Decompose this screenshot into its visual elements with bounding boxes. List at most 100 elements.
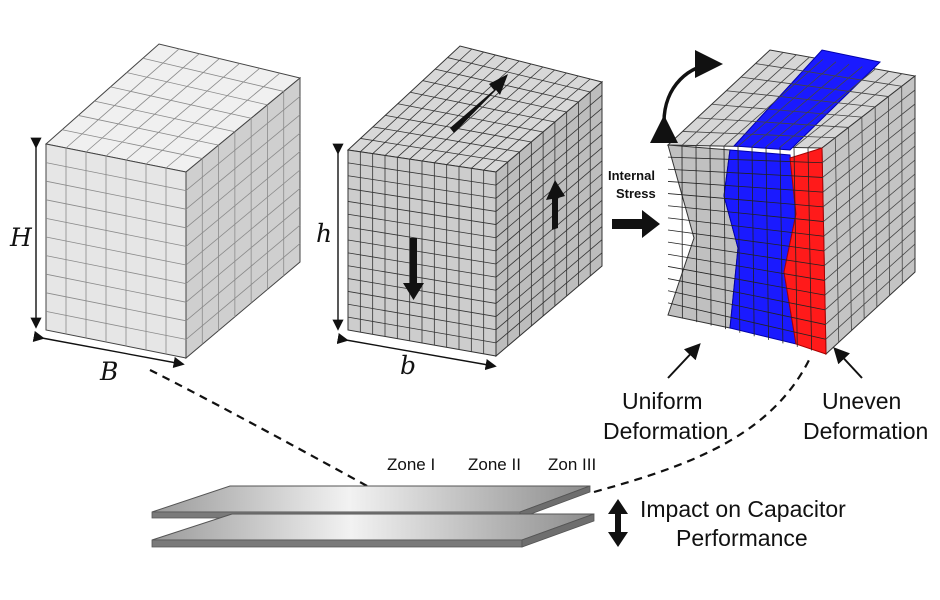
grid-line: [397, 57, 508, 158]
stressed-cube: [346, 45, 604, 358]
grid-line: [495, 107, 603, 199]
grid-line: [45, 273, 187, 303]
grid-line: [125, 63, 240, 161]
grid-line: [667, 253, 825, 281]
grid-line: [667, 205, 824, 222]
grid-line: [347, 239, 497, 265]
grid-line: [372, 126, 520, 153]
grid-line: [142, 57, 284, 92]
grid-line: [45, 199, 187, 229]
grid-line: [185, 169, 301, 266]
grid-line: [45, 180, 187, 210]
grid-line: [822, 131, 916, 208]
grid-line: [347, 291, 497, 317]
cube1-width-label: B: [99, 357, 118, 386]
grid-line: [667, 302, 826, 340]
cube2-width-label: b: [400, 351, 416, 380]
impact-label-line2: Performance: [676, 525, 808, 551]
grid-line: [667, 266, 825, 296]
grid-line: [495, 160, 603, 252]
internal-stress-label-line2: Stress: [616, 186, 656, 201]
impact-double-arrow: [608, 499, 628, 547]
grid-line: [385, 114, 532, 143]
grid-line: [751, 63, 850, 147]
grid-line: [185, 96, 301, 191]
cube2-grid: [347, 48, 603, 354]
top-plate: [151, 485, 591, 513]
grid-line: [421, 63, 532, 162]
grid-line: [422, 80, 567, 113]
grid-line: [793, 70, 889, 148]
grid-line: [824, 229, 916, 311]
grid-line: [824, 187, 916, 267]
grid-line: [495, 186, 603, 278]
grid-line: [434, 66, 544, 164]
grid-line: [165, 72, 281, 169]
uniform-label-line2: Deformation: [603, 418, 728, 444]
grid-line: [347, 265, 497, 291]
grid-line: [825, 243, 916, 325]
grid-line: [447, 57, 591, 93]
grid-line: [726, 90, 876, 108]
cube2-width-dimension: [336, 333, 497, 371]
grid-line: [495, 226, 603, 317]
grid-line: [755, 63, 902, 87]
cube2-height-label: h: [316, 219, 332, 248]
grid-line: [667, 241, 825, 267]
bottom-plate-edge: [151, 539, 523, 548]
grid-line: [667, 229, 825, 252]
grid-line: [825, 257, 916, 340]
grid-line: [495, 94, 603, 186]
stress-arrow-up: [546, 180, 565, 230]
zone-3-label: Zon III: [548, 455, 596, 474]
grid-line: [458, 72, 567, 167]
grid-line: [45, 292, 187, 322]
grid-line: [409, 60, 520, 160]
grid-line: [495, 147, 603, 239]
grid-line: [384, 54, 496, 156]
grid-line: [495, 173, 603, 265]
uneven-label-line2: Deformation: [803, 418, 928, 444]
capacitor: [151, 485, 595, 548]
grid-line: [185, 114, 301, 210]
uniform-label-line1: Uniform: [622, 388, 703, 414]
grid-line: [495, 134, 603, 225]
grid-line: [45, 236, 187, 266]
grid-line: [667, 156, 823, 164]
grid-line: [495, 199, 603, 291]
grid-line: [105, 58, 220, 157]
grid-line: [347, 226, 497, 252]
grid-line: [779, 68, 876, 148]
grid-line: [824, 201, 916, 281]
grid-line: [740, 76, 889, 97]
grid-line: [823, 159, 916, 237]
grid-line: [372, 51, 484, 154]
grid-line: [185, 243, 301, 340]
grid-line: [807, 73, 903, 149]
uneven-pointer-arrow: [833, 347, 863, 379]
grid-line: [347, 188, 497, 212]
uneven-label-line1: Uneven: [822, 388, 901, 414]
grid-line: [709, 56, 810, 147]
grid-line: [435, 68, 579, 103]
grid-line: [360, 48, 473, 153]
rotation-arrow: [649, 50, 723, 144]
bottom-plate-right-edge: [521, 513, 595, 548]
uniform-pointer-arrow: [667, 343, 701, 379]
stress-arrow-down: [403, 238, 424, 300]
dashed-connector-left: [149, 369, 379, 493]
grid-line: [737, 61, 837, 147]
grid-line: [822, 103, 916, 178]
stress-arrow-top: [450, 74, 508, 133]
grid-line: [495, 252, 603, 344]
grid-line: [397, 103, 544, 133]
grid-line: [145, 67, 260, 165]
cube1-height-label: H: [9, 223, 33, 252]
grid-line: [65, 48, 180, 149]
grid-line: [185, 206, 301, 303]
grid-line: [667, 193, 824, 208]
grid-line: [495, 213, 603, 304]
grid-line: [185, 224, 301, 322]
grid-line: [185, 132, 301, 229]
